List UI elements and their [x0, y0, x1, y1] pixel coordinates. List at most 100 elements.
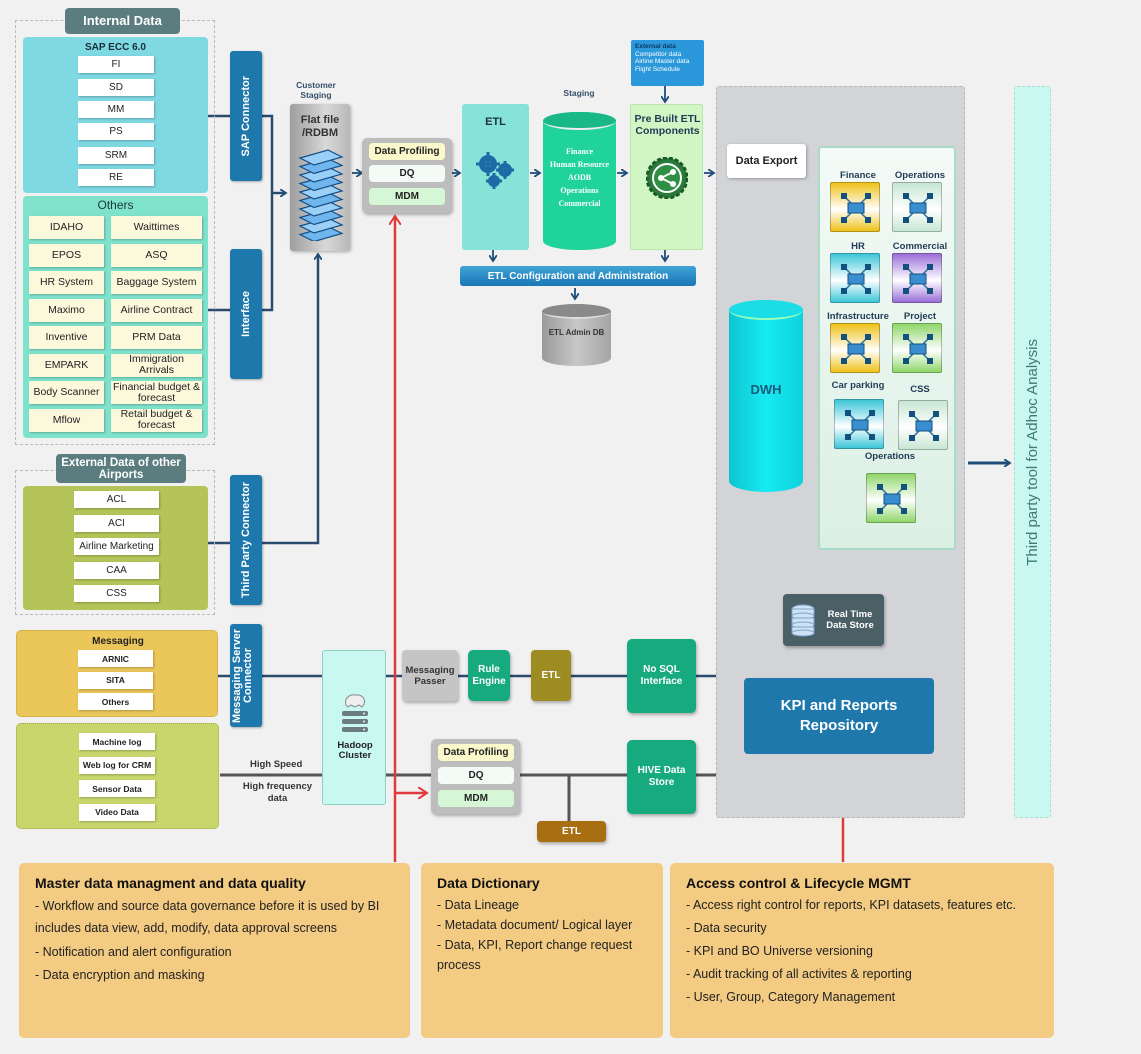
source-system-item[interactable]: Inventive: [29, 326, 104, 349]
external-source-item[interactable]: Airline Marketing: [74, 538, 159, 555]
sap-module-item[interactable]: FI: [78, 56, 154, 73]
network-node-icon: [877, 484, 907, 514]
messaging-passer[interactable]: Messaging Passer: [402, 650, 458, 701]
sap-module-item[interactable]: SD: [78, 79, 154, 96]
flat-file-rdbm[interactable]: Flat file /RDBM: [290, 104, 350, 251]
dq-top[interactable]: DQ: [369, 165, 445, 182]
data-mart-label: HR: [851, 241, 865, 252]
server-stack-icon: [342, 711, 368, 732]
external-source-item[interactable]: ACL: [74, 491, 159, 508]
sap-connector[interactable]: SAP Connector: [230, 51, 262, 181]
messaging-source-item[interactable]: ARNIC: [78, 650, 153, 667]
data-export-box[interactable]: Data Export: [727, 144, 806, 178]
legend-line: - Data Lineage: [437, 898, 520, 912]
log-source-item[interactable]: Sensor Data: [79, 780, 155, 797]
data-mart-icon[interactable]: [830, 182, 880, 232]
sap-module-item[interactable]: RE: [78, 169, 154, 186]
log-source-item[interactable]: Video Data: [79, 803, 155, 821]
rule-engine[interactable]: Rule Engine: [468, 650, 510, 701]
source-system-item[interactable]: Maximo: [29, 298, 104, 322]
data-quality-panel-bottom: Data Profiling DQ MDM: [431, 739, 520, 814]
network-node-icon: [845, 410, 875, 440]
nosql-interface[interactable]: No SQL Interface: [627, 639, 696, 713]
staging-subject-area: Commercial: [558, 199, 601, 208]
flat-file-title: Flat file /RDBM: [300, 114, 340, 139]
sap-ecc-title: SAP ECC 6.0: [85, 42, 146, 53]
source-system-item[interactable]: Waittimes: [111, 216, 202, 239]
source-system-item[interactable]: Baggage System: [111, 271, 202, 294]
external-source-item[interactable]: CSS: [74, 585, 159, 602]
messaging-server-connector[interactable]: Messaging Server Connector: [230, 624, 262, 727]
source-system-item[interactable]: EPOS: [29, 243, 104, 267]
legend-line: - Workflow and source data governance be…: [35, 899, 380, 935]
etl-box[interactable]: ETL: [462, 104, 529, 250]
data-mart-label: CSS: [910, 384, 930, 395]
source-system-item[interactable]: IDAHO: [29, 216, 104, 239]
etl-admin-db-top: [542, 304, 611, 319]
log-source-item[interactable]: Machine log: [79, 733, 155, 750]
mdm-bottom[interactable]: MDM: [438, 790, 514, 807]
log-source-item[interactable]: Web log for CRM: [79, 756, 155, 774]
external-source-item[interactable]: CAA: [74, 561, 159, 579]
sap-module-item[interactable]: SRM: [78, 147, 154, 164]
external-source-item[interactable]: ACI: [74, 514, 159, 532]
data-mart-icon[interactable]: [892, 182, 942, 232]
prebuilt-title: Pre Built ETL Components: [634, 113, 701, 137]
staging-label: Staging: [563, 88, 595, 98]
data-mart-icon[interactable]: [866, 473, 916, 523]
data-profiling-top[interactable]: Data Profiling: [369, 143, 445, 160]
network-node-icon: [841, 264, 871, 294]
sap-module-item[interactable]: PS: [78, 123, 154, 140]
dwh-label: DWH: [750, 382, 782, 397]
database-icon: [791, 604, 815, 637]
etl-configuration-bar[interactable]: ETL Configuration and Administration: [460, 266, 696, 286]
source-system-item[interactable]: Retail budget & forecast: [111, 408, 202, 432]
legend-access-control-title: Access control & Lifecycle MGMT: [686, 875, 911, 891]
network-node-icon: [903, 334, 933, 364]
staging-subject-area: AODB: [567, 173, 592, 182]
data-mart-icon[interactable]: [830, 323, 880, 373]
source-system-item[interactable]: Financial budget & forecast: [111, 381, 202, 404]
dwh-cylinder[interactable]: DWH: [729, 300, 803, 492]
hive-etl[interactable]: ETL: [537, 821, 606, 842]
stream-etl[interactable]: ETL: [531, 650, 571, 701]
dq-bottom[interactable]: DQ: [438, 767, 514, 784]
hive-data-store[interactable]: HIVE Data Store: [627, 740, 696, 814]
mdm-top[interactable]: MDM: [369, 188, 445, 205]
messaging-source-item[interactable]: SITA: [78, 671, 153, 689]
data-mart-icon[interactable]: [892, 323, 942, 373]
etl-admin-db[interactable]: ETL Admin DB: [542, 304, 611, 366]
legend-access-control: Access control & Lifecycle MGMT - Access…: [670, 863, 1054, 1038]
legend-line: - Notification and alert configuration: [35, 945, 232, 959]
interface-connector[interactable]: Interface: [230, 249, 262, 379]
kpi-reports-repository[interactable]: KPI and Reports Repository: [744, 678, 934, 754]
hadoop-cluster[interactable]: Hadoop Cluster: [322, 650, 386, 805]
source-system-item[interactable]: HR System: [29, 271, 104, 294]
legend-line: - Data security: [686, 921, 767, 935]
data-mart-icon[interactable]: [834, 399, 884, 449]
external-feed-item: Competitor data: [635, 50, 682, 58]
messaging-source-item[interactable]: Others: [78, 693, 153, 710]
data-profiling-bottom[interactable]: Data Profiling: [438, 744, 514, 761]
adhoc-analysis-tool[interactable]: Third party tool for Adhoc Analysis: [1014, 86, 1051, 818]
source-system-item[interactable]: EMPARK: [29, 353, 104, 377]
source-system-item[interactable]: Mflow: [29, 408, 104, 432]
third-party-connector[interactable]: Third Party Connector: [230, 475, 262, 605]
data-mart-icon[interactable]: [830, 253, 880, 303]
real-time-data-store[interactable]: Real Time Data Store: [783, 594, 884, 646]
source-system-item[interactable]: ASQ: [111, 243, 202, 267]
data-mart-icon[interactable]: [898, 400, 948, 450]
network-node-icon: [903, 264, 933, 294]
sap-module-item[interactable]: MM: [78, 101, 154, 118]
source-system-item[interactable]: PRM Data: [111, 326, 202, 349]
network-node-icon: [841, 334, 871, 364]
prebuilt-etl-components[interactable]: Pre Built ETL Components: [630, 104, 703, 250]
data-mart-icon[interactable]: [892, 253, 942, 303]
legend-line: - KPI and BO Universe versioning: [686, 944, 873, 958]
sap-connector-label: SAP Connector: [240, 75, 252, 157]
source-system-item[interactable]: Body Scanner: [29, 381, 104, 404]
source-system-item[interactable]: Immigration Arrivals: [111, 353, 202, 377]
source-system-item[interactable]: Airline Contract: [111, 298, 202, 322]
